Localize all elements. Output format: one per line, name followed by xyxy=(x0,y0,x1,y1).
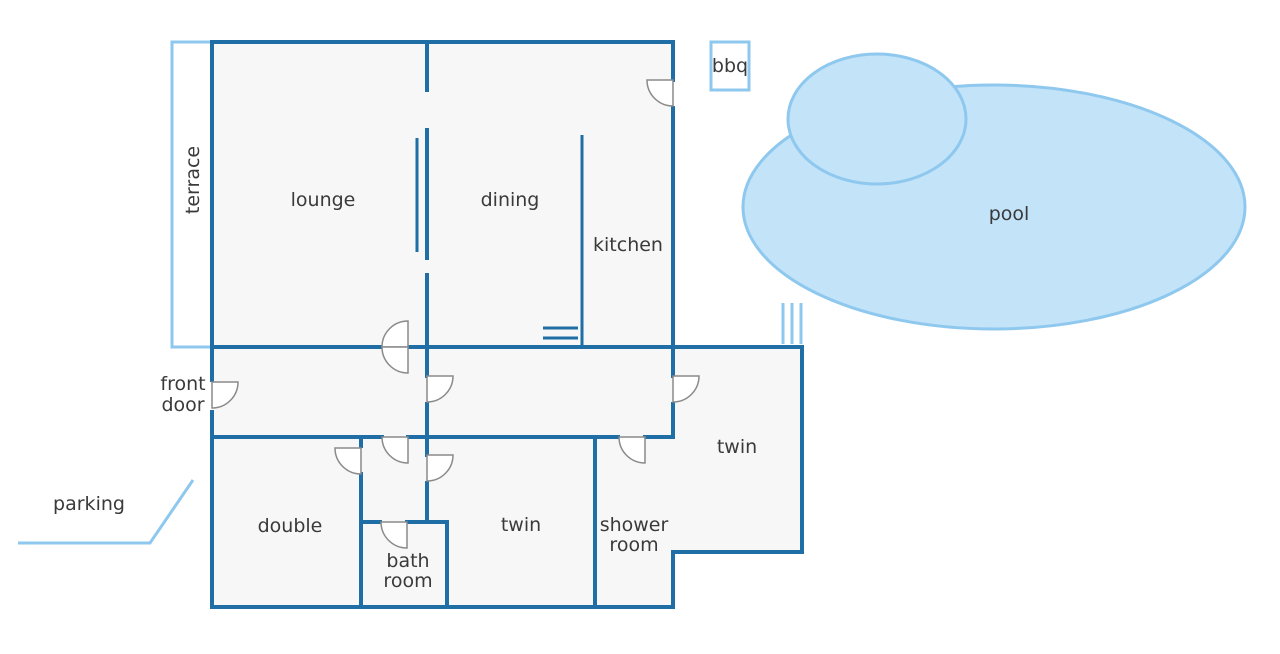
door-bath xyxy=(380,521,408,549)
label-shower-room-line2: room xyxy=(609,534,658,556)
label-parking: parking xyxy=(53,493,125,515)
door-twin-right xyxy=(672,375,700,403)
door-twin-middle xyxy=(426,454,454,482)
pool-spa xyxy=(786,52,968,186)
label-dining: dining xyxy=(481,189,540,211)
label-twin-middle: twin xyxy=(501,514,541,536)
label-terrace: terrace xyxy=(182,146,204,214)
door-front xyxy=(211,381,239,409)
label-kitchen: kitchen xyxy=(593,234,663,256)
label-twin-right: twin xyxy=(717,436,757,458)
label-lounge: lounge xyxy=(291,189,356,211)
door-dining-hall xyxy=(426,375,454,403)
door-shower xyxy=(618,436,646,464)
pool-steps xyxy=(781,303,803,344)
door-bbq xyxy=(646,79,674,107)
label-bbq: bbq xyxy=(712,55,748,77)
label-bath-room-line2: room xyxy=(383,570,432,592)
label-shower-room-line1: shower xyxy=(600,514,669,536)
interior-walls xyxy=(210,40,675,609)
parking-line xyxy=(18,479,195,545)
label-pool: pool xyxy=(989,203,1030,225)
label-front-door-line2: door xyxy=(161,394,204,416)
exterior-walls xyxy=(210,40,804,609)
door-double xyxy=(334,447,362,475)
door-hall-lower xyxy=(381,346,409,374)
door-hall-corridor xyxy=(381,436,409,464)
label-double: double xyxy=(258,515,323,537)
door-lounge-hall xyxy=(381,320,409,348)
label-bath-room-line1: bath xyxy=(386,550,429,572)
label-front-door-line1: front xyxy=(160,373,205,395)
bbq-box xyxy=(709,40,751,92)
